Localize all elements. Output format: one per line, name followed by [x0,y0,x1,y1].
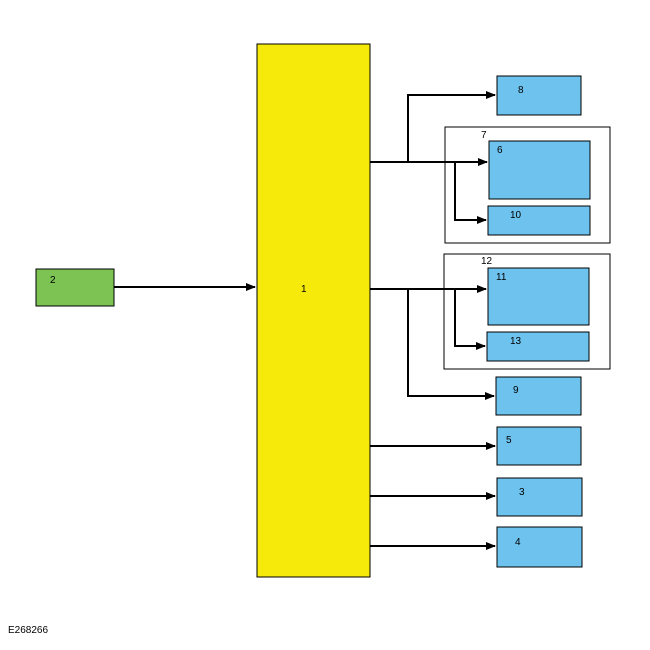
group-frame-7 [444,126,611,244]
group-label-7: 7 [481,130,487,141]
arrow-1-to-9 [407,289,495,400]
block-13 [486,331,590,362]
block-label-8: 8 [518,85,524,96]
block-1 [256,43,371,578]
block-2 [35,268,115,307]
block-label-9: 9 [513,385,519,396]
arrow-1-to-8 [370,91,496,163]
block-label-4: 4 [515,537,521,548]
block-label-6: 6 [497,145,503,156]
arrow-1-to-10 [454,162,487,224]
block-label-10: 10 [510,210,522,221]
group-frame-12 [443,253,611,370]
block-label-2: 2 [50,275,56,286]
block-5 [496,426,582,466]
block-label-13: 13 [510,336,522,347]
figure-reference: E268266 [8,625,49,636]
block-6 [488,140,591,200]
block-3 [496,477,583,517]
block-label-1: 1 [301,284,307,295]
block-10 [487,205,591,236]
block-11 [487,267,590,326]
group-label-12: 12 [481,256,493,267]
arrow-1-to-13 [454,289,486,350]
block-8 [496,75,582,116]
block-label-3: 3 [519,487,525,498]
block-label-11: 11 [496,272,507,283]
block-9 [495,376,582,416]
block-4 [496,526,583,568]
block-label-5: 5 [506,435,512,446]
